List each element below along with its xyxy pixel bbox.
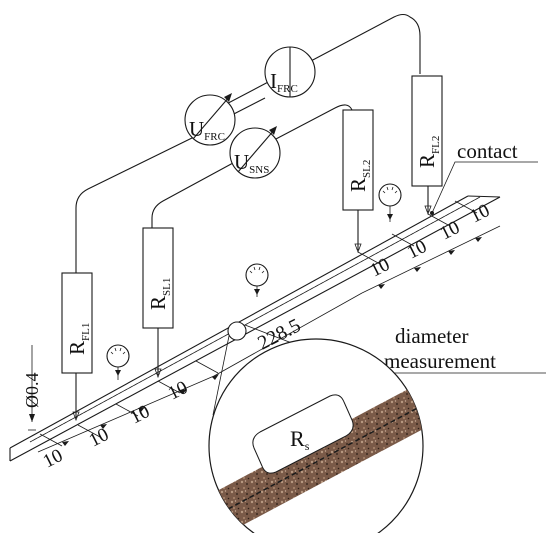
meter-u-frc: UFRC (184, 93, 236, 146)
wire-inner-top (273, 104, 355, 141)
diameter-measurement-callout: diameter measurement (384, 324, 546, 374)
zoom-resistor: Rs (252, 394, 354, 474)
diameter-label-line1: diameter (395, 324, 468, 348)
meter-u-frc-label: UFRC (189, 117, 225, 143)
diameter-dimension: Ø0.4 (22, 345, 42, 431)
meter-u-sns: USNS (229, 126, 281, 179)
dim-right-2: 10 (404, 236, 430, 263)
gauge-icon-center (245, 263, 269, 297)
extension-ticks (39, 200, 478, 447)
strip-end-right (467, 195, 501, 198)
resistor-sl2: RSL2 (342, 109, 374, 211)
dimension-arrows-right (361, 225, 501, 294)
arrow-fl2 (424, 205, 432, 216)
dim-left-3: 10 (127, 401, 153, 428)
meter-i-frc-label: IFRC (270, 69, 298, 95)
zoom-detail: Rs (208, 321, 424, 533)
wire-inner-left (151, 162, 234, 232)
resistor-sl1-label: RSL1 (146, 278, 173, 310)
resistor-sl1: RSL1 (142, 227, 174, 329)
resistor-sl2-label: RSL2 (346, 160, 373, 192)
zoom-resistor-label: Rs (290, 426, 310, 453)
dim-left-2: 10 (86, 424, 112, 451)
resistor-fl1: RFL1 (61, 272, 93, 374)
diameter-label-line2: measurement (384, 349, 496, 373)
dimension-labels-left: 10 10 10 10 (40, 377, 191, 472)
resistor-fl1-label: RFL1 (65, 323, 92, 355)
dim-left-4: 10 (165, 377, 191, 404)
gauge-icon-right (378, 183, 402, 222)
dim-right-1: 10 (367, 254, 393, 281)
dim-right-4: 10 (467, 200, 493, 227)
dimension-arrows-left (37, 374, 219, 453)
arrow-sl2 (354, 243, 362, 254)
resistor-fl2-label: RFL2 (415, 136, 442, 168)
contact-label: contact (457, 139, 518, 163)
contact-callout: contact (430, 139, 538, 215)
zoom-source-marker (227, 321, 247, 341)
meter-u-sns-label: USNS (234, 150, 269, 176)
resistor-fl2: RFL2 (411, 75, 443, 187)
wire-outer-left (75, 136, 195, 273)
wire-axis (29, 196, 481, 443)
wire-outer-top (214, 13, 421, 111)
diameter-dimension-label: Ø0.4 (22, 373, 42, 409)
meter-i-frc: IFRC (264, 46, 316, 98)
gauge-icon-left (106, 344, 130, 380)
